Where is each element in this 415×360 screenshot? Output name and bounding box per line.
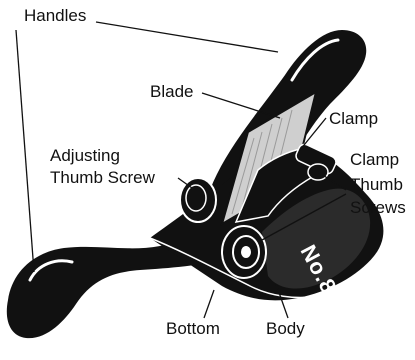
leader-bottom xyxy=(204,290,214,318)
clamp-thumb-screw-center xyxy=(241,246,251,258)
label-clamp-screws-line2: Thumb xyxy=(350,175,403,194)
label-clamp-screws-line3: Screws xyxy=(350,198,406,217)
label-blade: Blade xyxy=(150,82,193,101)
label-bottom: Bottom xyxy=(166,319,220,338)
leader-handles-left xyxy=(16,30,34,272)
label-adjusting-line2: Thumb Screw xyxy=(50,168,156,187)
leader-handles-right xyxy=(96,22,278,52)
label-clamp-screws-line1: Clamp xyxy=(350,150,399,169)
label-adjusting-line1: Adjusting xyxy=(50,146,120,165)
label-body: Body xyxy=(266,319,305,338)
label-handles: Handles xyxy=(24,6,86,25)
label-clamp: Clamp xyxy=(329,109,378,128)
